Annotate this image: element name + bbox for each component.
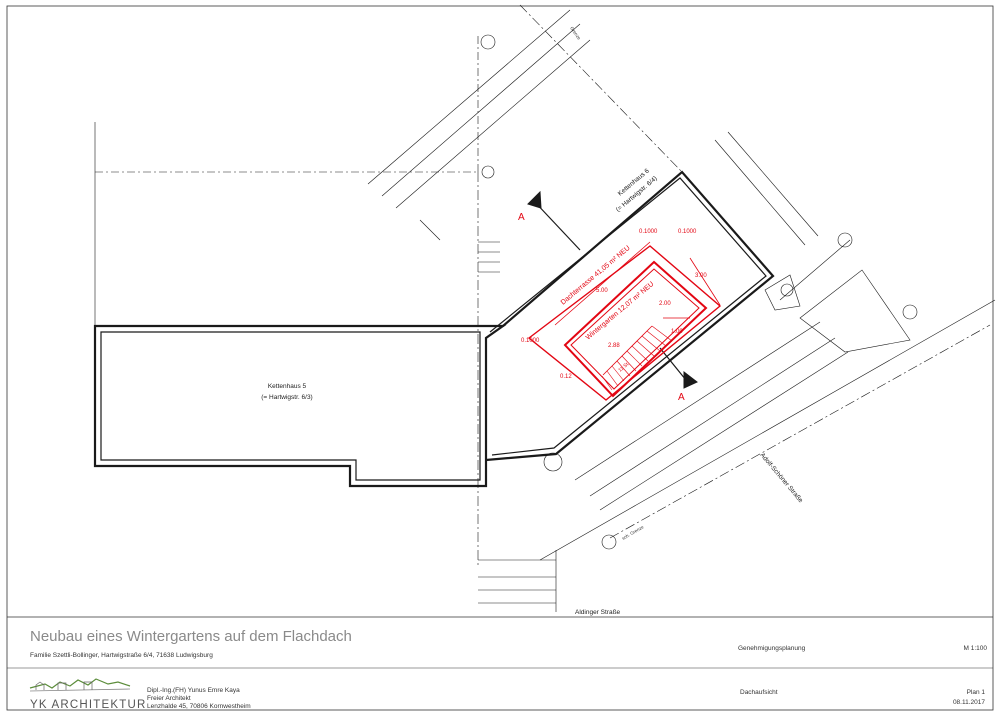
- axis-circle-5: [902, 304, 918, 320]
- project-title: Neubau eines Wintergartens auf dem Flach…: [30, 628, 352, 645]
- logo-skyline-green: [29, 678, 131, 689]
- dim-red-3: 3.00: [695, 273, 707, 279]
- roof-terrace-label: Dachterrasse 41,05 m² NEU: [560, 245, 632, 307]
- street-line: [539, 299, 996, 561]
- drawing-labels: Kettenhaus 5 (= Hartwigstr. 6/3) Kettenh…: [261, 26, 804, 616]
- red-dim-line-1: [554, 241, 651, 326]
- axis-circle-4: [780, 283, 794, 297]
- dimension-line-lower-1: [574, 321, 821, 481]
- new-construction: [527, 241, 722, 401]
- winter-garden-inner: [570, 268, 700, 390]
- phase-label: Genehmigungsplanung: [738, 645, 806, 652]
- dimension-line-right-1: [714, 139, 806, 246]
- street-right-label: Adolf-Schöner Straße: [758, 452, 804, 505]
- house-a-address: (= Hartwigstr. 6/3): [261, 394, 312, 401]
- axis-circle-3: [837, 232, 853, 248]
- site-plan: [93, 4, 996, 612]
- street-side-line: [779, 239, 851, 301]
- logo-houses: [35, 681, 93, 690]
- architect-title: Freier Architekt: [147, 695, 191, 702]
- dim-red-2: 0.1000: [678, 229, 697, 235]
- dimension-line-lower-2: [589, 337, 836, 497]
- winter-garden-outer: [563, 260, 708, 398]
- axis-circle-1: [480, 34, 496, 50]
- building-kettenhaus-6-outer: [485, 170, 775, 462]
- dim-red-6: 1.00: [671, 329, 683, 335]
- axis-circle-2: [481, 165, 495, 179]
- dimension-line-1: [395, 39, 591, 209]
- dimension-line-right-2: [727, 131, 819, 237]
- building-kettenhaus-5-outer: [93, 324, 507, 488]
- scale-label: M 1:100: [964, 645, 988, 652]
- section-arrow-top: [527, 190, 542, 209]
- section-marker-top: A: [518, 212, 525, 223]
- title-block: Neubau eines Wintergartens auf dem Flach…: [7, 616, 993, 711]
- dim-red-5: 2.00: [659, 301, 671, 307]
- dimension-line-2: [381, 23, 581, 197]
- building-kettenhaus-6-inner: [489, 177, 767, 456]
- section-arrow-bottom: [683, 370, 698, 389]
- dim-red-7: 2.88: [608, 343, 620, 349]
- stairs-hatching: [601, 325, 673, 391]
- dim-red-9: 0.12: [560, 374, 572, 380]
- entry-outline: [764, 274, 801, 311]
- dimension-line-lower-3: [599, 351, 849, 511]
- roof-terrace-outline: [527, 245, 722, 401]
- house-a-name: Kettenhaus 5: [268, 383, 307, 390]
- stairs-label: 11 St.: [617, 361, 631, 374]
- architect-address: Lenzhalde 45, 70806 Kornwestheim: [147, 703, 251, 710]
- sheet-frame: [6, 5, 994, 711]
- stairs-edge: [602, 325, 653, 376]
- plan-number: Plan 1: [967, 689, 986, 696]
- dim-red-4: 5.00: [596, 288, 608, 294]
- street-bottom-label: Aldinger Straße: [575, 609, 621, 616]
- boundary-top-label: Grenze: [569, 26, 582, 41]
- plan-type: Dachaufsicht: [740, 689, 778, 696]
- boundary-bottom-label: sch. Grenze: [621, 524, 645, 541]
- dim-red-1: 0.1000: [639, 229, 658, 235]
- garage-outline: [799, 269, 911, 353]
- client-line: Familie Szettli-Bollinger, Hartwigstraße…: [30, 652, 213, 659]
- building-kettenhaus-5-inner: [100, 331, 481, 481]
- boundary-grenze-lower: [609, 324, 991, 539]
- dim-red-8: 0.1000: [521, 338, 540, 344]
- architect-name: Dipl.-Ing.(FH) Yunus Emre Kaya: [147, 687, 240, 694]
- logo-baseline: [29, 688, 131, 692]
- corner-circle: [543, 452, 563, 472]
- dimension-line-3: [367, 9, 571, 185]
- axis-circle-6: [601, 534, 617, 550]
- red-dim-line-2: [689, 257, 721, 306]
- yk-logo: [29, 678, 131, 692]
- logo-text: YK ARCHITEKTUR: [30, 699, 146, 711]
- dimension-tick-a: [419, 219, 441, 241]
- boundary-grenze: [519, 4, 683, 173]
- section-marker-bottom: A: [678, 392, 685, 403]
- plan-date: 08.11.2017: [953, 699, 985, 706]
